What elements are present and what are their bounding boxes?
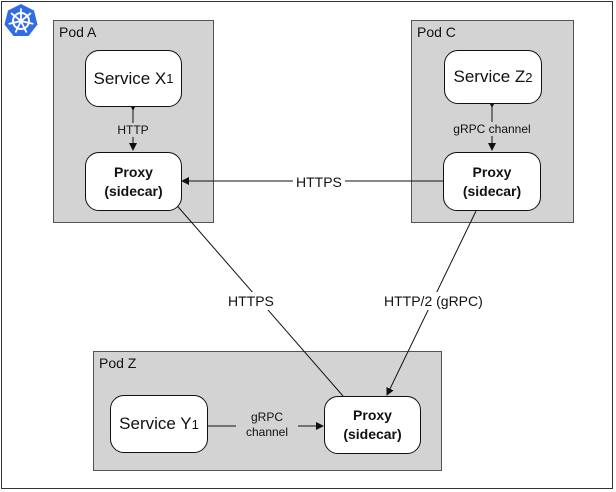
service-y-subscript: 1 [191, 416, 199, 432]
proxy-c-subtitle: (sidecar) [462, 182, 522, 199]
z-to-a-https-label: HTTPS [225, 292, 277, 310]
proxy-a-subtitle: (sidecar) [104, 182, 163, 199]
pod-c-label: Pod C [417, 24, 456, 40]
pod-c-grpc-label: gRPC channel [450, 122, 534, 136]
service-z-subscript: 2 [525, 69, 533, 85]
proxy-c-node: Proxy (sidecar) [443, 152, 541, 211]
proxy-z-title: Proxy [353, 407, 392, 423]
proxy-a-title: Proxy [114, 163, 153, 180]
service-y-name: Service Y [119, 414, 192, 433]
proxy-a-node: Proxy (sidecar) [85, 152, 182, 211]
service-x-name: Service X [93, 68, 167, 88]
proxy-z-node: Proxy (sidecar) [324, 396, 421, 454]
service-x-subscript: 1 [166, 71, 174, 86]
proxy-c-title: Proxy [472, 163, 512, 180]
c-to-a-https-label: HTTPS [293, 173, 345, 191]
pod-a-label: Pod A [59, 24, 97, 40]
pod-z-label: Pod Z [99, 355, 137, 371]
pod-z-grpc-label-line2: channel [245, 425, 289, 439]
c-to-z-http2-label: HTTP/2 (gRPC) [381, 292, 486, 310]
kubernetes-logo-icon [4, 4, 38, 36]
pod-z-grpc-label-line1: gRPC [250, 410, 283, 424]
service-z-name: Service Z [453, 67, 526, 86]
pod-a-http-label: HTTP [112, 123, 154, 137]
pod-z-grpc-label: gRPC channel [236, 410, 298, 440]
proxy-z-subtitle: (sidecar) [343, 426, 402, 442]
